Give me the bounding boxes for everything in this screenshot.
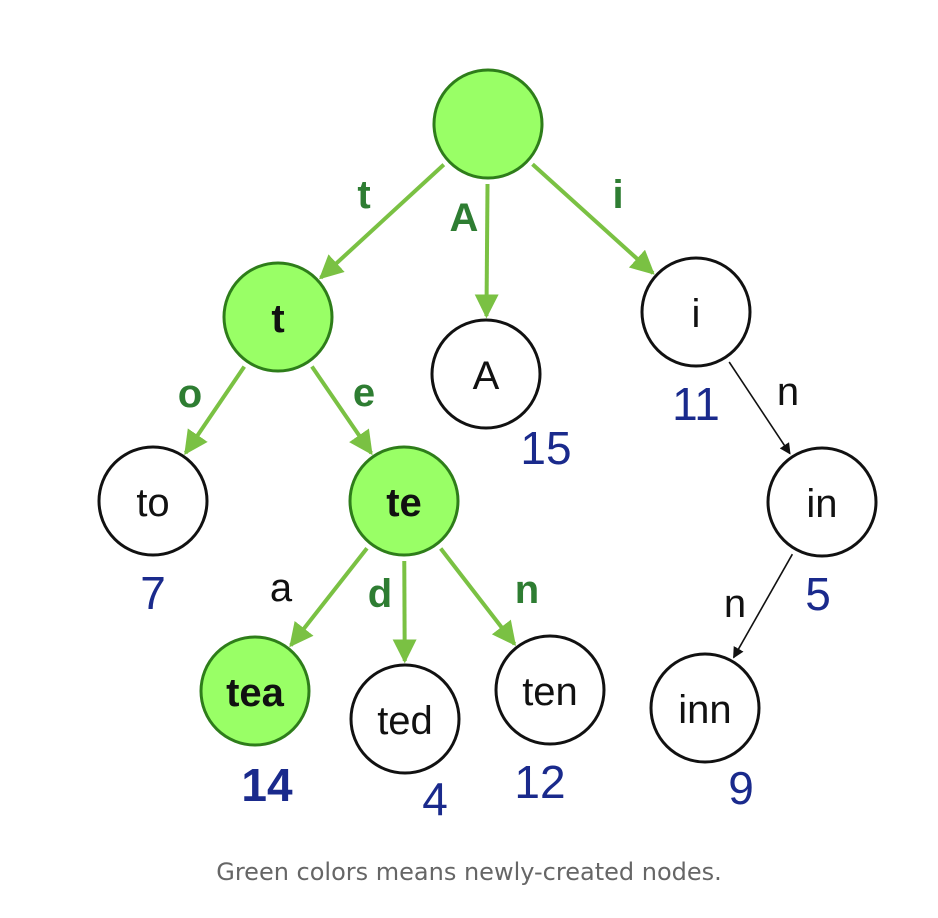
edge-label-root-t: t [357, 173, 370, 217]
node-label-t: t [271, 297, 284, 341]
edge-label-root-A: A [450, 196, 479, 240]
node-value-in: 5 [805, 568, 831, 620]
edge-label-i-in: n [777, 370, 799, 414]
node-ten [494, 634, 606, 746]
edge-label-t-to: o [178, 372, 202, 416]
edge-i-in [728, 361, 791, 455]
node-tea [199, 635, 311, 747]
node-A [430, 318, 542, 430]
node-in [766, 446, 878, 558]
node-value-tea: 14 [241, 759, 293, 811]
edge-in-inn [732, 553, 794, 659]
node-label-i: i [692, 292, 701, 336]
edge-t-te [310, 365, 373, 456]
edge-label-in-inn: n [724, 582, 746, 626]
node-label-in: in [806, 482, 837, 526]
node-value-ted: 4 [422, 773, 448, 825]
node-label-inn: inn [678, 688, 731, 732]
node-label-ten: ten [522, 670, 578, 714]
node-value-inn: 9 [728, 762, 754, 814]
edge-label-te-ted: d [368, 572, 392, 616]
node-root [432, 68, 544, 180]
node-label-ted: ted [377, 699, 433, 743]
figure-caption: Green colors means newly-created nodes. [216, 858, 722, 886]
edge-te-tea [289, 546, 369, 648]
node-label-tea: tea [226, 671, 285, 715]
node-i [640, 256, 752, 368]
node-label-to: to [136, 481, 169, 525]
node-t [222, 261, 334, 373]
edge-root-i [531, 162, 655, 275]
edges-layer [183, 162, 794, 664]
edge-t-to [183, 365, 246, 456]
node-value-A: 15 [520, 422, 571, 474]
edge-label-te-tea: a [270, 566, 293, 610]
edge-label-te-ten: n [515, 568, 539, 612]
node-label-te: te [386, 481, 422, 525]
edge-label-root-i: i [612, 173, 623, 217]
node-value-ten: 12 [514, 756, 565, 808]
node-inn [649, 652, 761, 764]
edge-label-t-te: e [353, 371, 375, 415]
edge-root-A [474, 183, 499, 319]
nodes-layer [97, 68, 878, 775]
edge-te-ten [439, 547, 517, 646]
node-value-i: 11 [672, 378, 720, 430]
node-label-A: A [473, 354, 500, 398]
edge-root-t [318, 163, 446, 280]
node-value-to: 7 [140, 567, 166, 619]
node-ted [349, 663, 461, 775]
node-te [348, 445, 460, 557]
node-to [97, 445, 209, 557]
